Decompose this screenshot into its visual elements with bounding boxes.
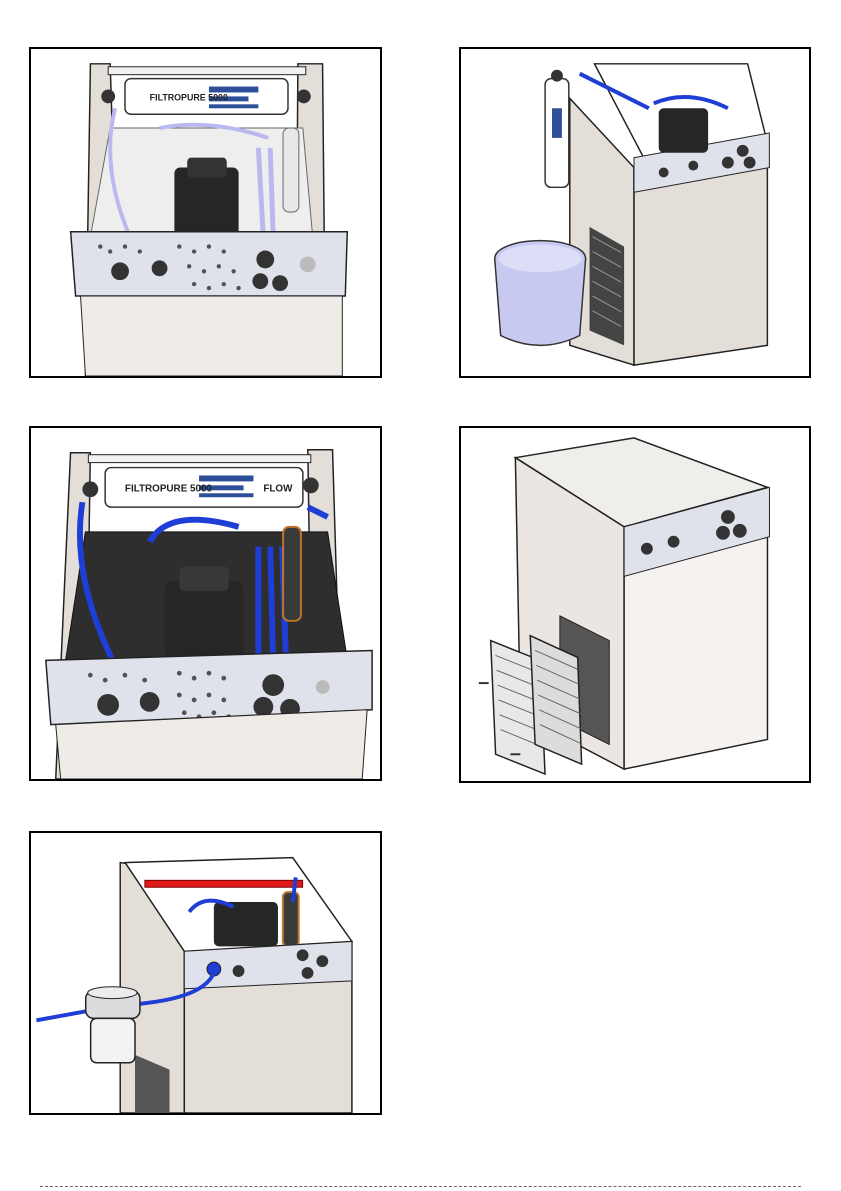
tube xyxy=(270,148,273,237)
inline-filter-housing xyxy=(86,987,140,1063)
filter-connector-left xyxy=(101,90,115,104)
heat-exchanger-tube xyxy=(283,128,299,212)
figure-closeup-blue-tubing: FILTROPURE 5000 FLOW xyxy=(29,426,382,781)
pump-head xyxy=(179,566,228,591)
filter-connector-left xyxy=(82,481,98,497)
filter-connector-right xyxy=(297,90,311,104)
brand-label: FLOW xyxy=(263,483,293,494)
figure-filter-removed-with-bucket xyxy=(459,47,811,378)
figure-inline-filter-connection xyxy=(29,831,382,1115)
figure-open-cabinet-top-view: FILTROPURE 5000 xyxy=(29,47,382,378)
front-perforated-panel xyxy=(71,232,348,296)
illustration-4 xyxy=(461,428,809,781)
side-grille xyxy=(590,227,625,346)
illustration-2 xyxy=(461,49,809,376)
filter-cartridge: FILTROPURE 5000 xyxy=(125,79,288,115)
filter-label: FILTROPURE 5000 xyxy=(150,92,228,102)
filter-connector-right xyxy=(303,477,319,493)
water-bucket xyxy=(495,241,586,346)
filter-cartridge: FILTROPURE 5000 FLOW xyxy=(105,468,303,508)
footer-divider xyxy=(40,1186,801,1187)
pump-unit xyxy=(659,108,708,152)
top-rail xyxy=(88,455,310,463)
illustration-3: FILTROPURE 5000 FLOW xyxy=(31,428,380,779)
heat-exchanger-tube xyxy=(283,892,299,946)
pump-unit xyxy=(214,902,278,946)
figure-grille-removal xyxy=(459,426,811,783)
illustration-1: FILTROPURE 5000 xyxy=(31,49,380,376)
illustration-5 xyxy=(31,833,380,1113)
removed-grille-panel xyxy=(530,636,581,765)
removed-filter-cartridge xyxy=(545,70,569,188)
top-rail xyxy=(108,67,306,75)
highlighted-rail xyxy=(145,880,303,887)
pump-head xyxy=(187,158,227,178)
cabinet-lower-body xyxy=(81,296,343,376)
tube xyxy=(270,547,273,666)
filter-label: FILTROPURE 5000 xyxy=(125,483,213,494)
pump-unit xyxy=(164,581,243,660)
heat-exchanger-tube xyxy=(283,527,301,621)
pump-unit xyxy=(174,168,238,237)
